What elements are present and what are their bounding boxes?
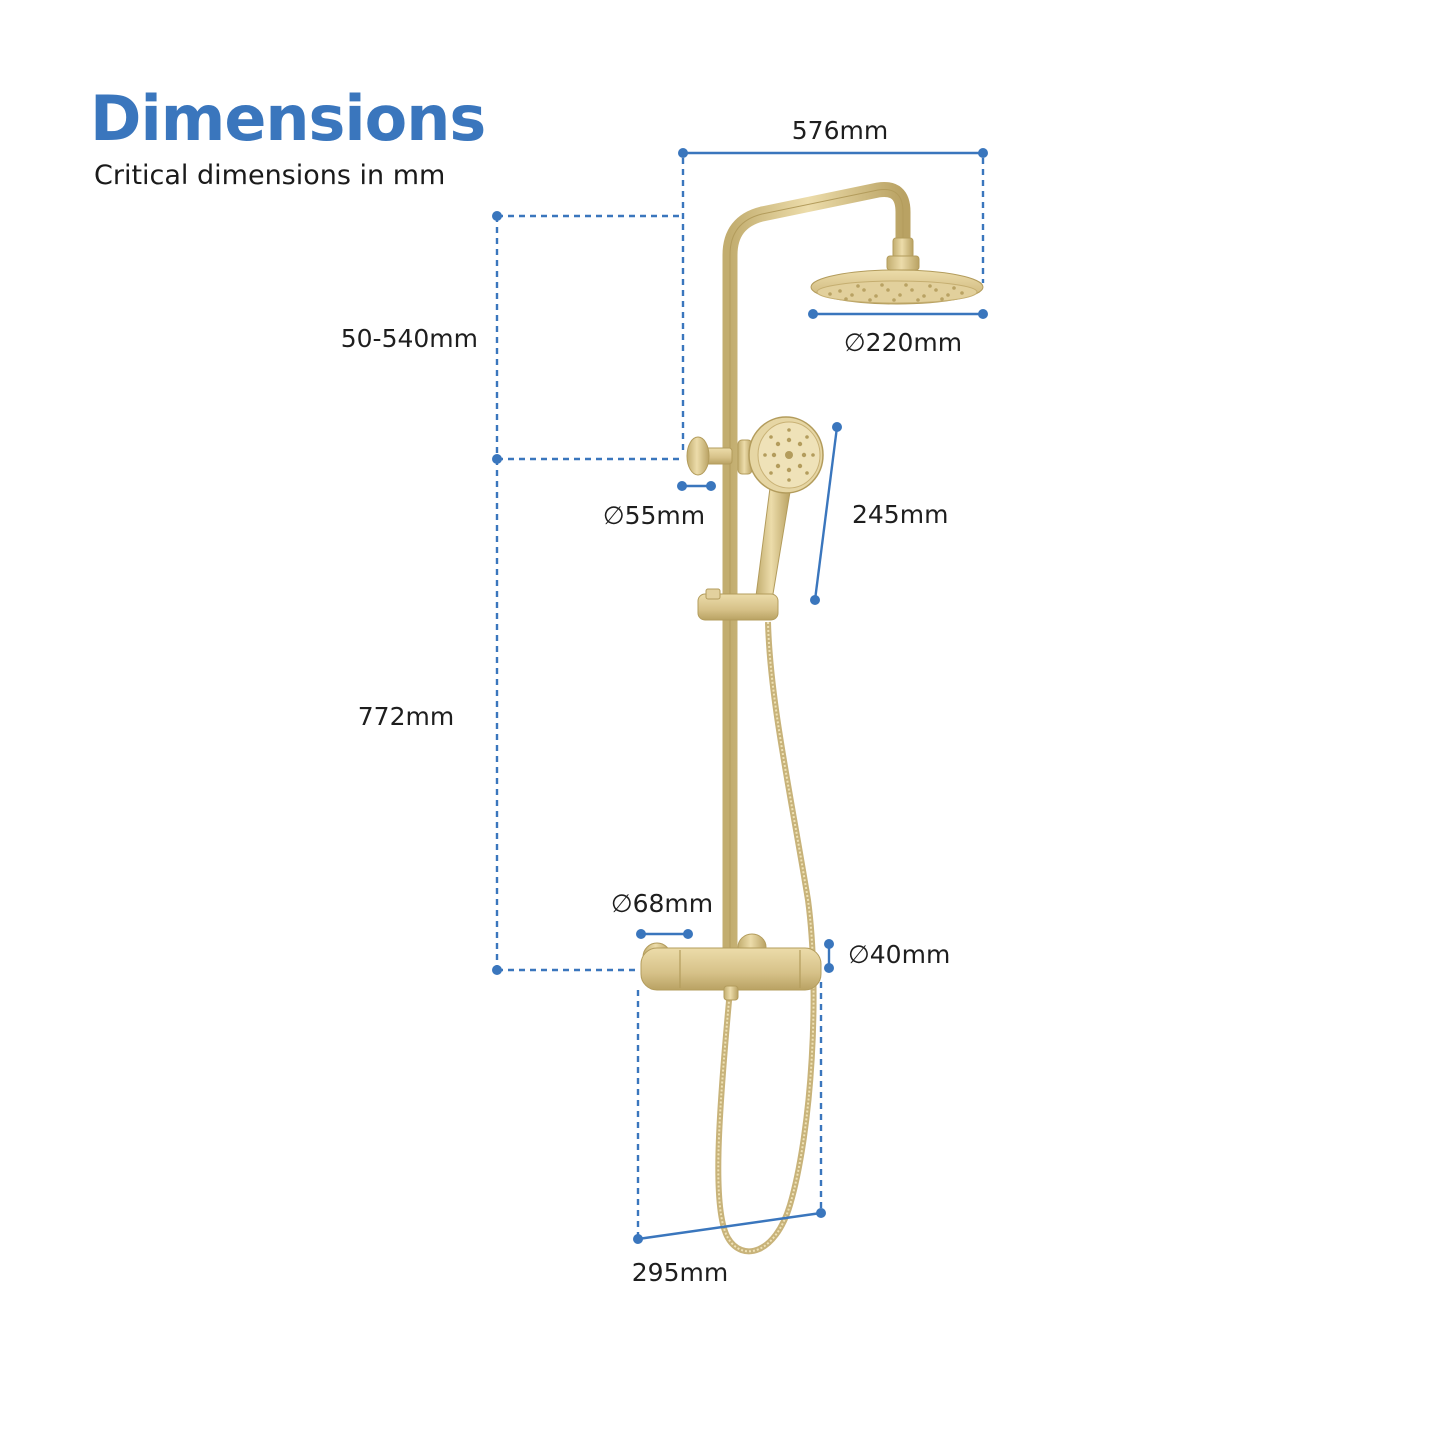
wall-bracket-rosette <box>686 436 710 476</box>
shower-arm-edge <box>729 188 904 960</box>
rain-head-nozzles <box>828 283 964 302</box>
slide-bracket <box>697 593 779 621</box>
dimension-height <box>495 214 683 972</box>
label-rail-length: 772mm <box>358 702 454 731</box>
label-rain-head-diameter: ∅220mm <box>844 328 962 357</box>
dimension-valve-width <box>636 982 823 1241</box>
head-joint <box>886 255 920 271</box>
page-title: Dimensions <box>90 82 486 155</box>
valve-outlet <box>723 985 739 1001</box>
label-overall-width: 576mm <box>792 116 888 145</box>
slide-bracket-knob <box>705 588 721 600</box>
shower-hose-highlight <box>717 621 815 1253</box>
hand-shower-nozzles <box>763 428 815 482</box>
dimension-labels: 576mm 50-540mm ∅220mm ∅55mm 245mm 772mm … <box>341 116 962 1287</box>
page-subtitle: Critical dimensions in mm <box>94 160 446 191</box>
shower-arm <box>722 181 911 968</box>
hand-shower-handle <box>755 487 791 601</box>
dimension-hand-shower <box>813 426 839 601</box>
dimension-endpoints <box>492 148 988 1244</box>
dimension-lines <box>495 151 985 1241</box>
label-valve-rosette-diameter: ∅68mm <box>611 889 713 918</box>
label-wall-bracket-diameter: ∅55mm <box>603 501 705 530</box>
label-head-height-range: 50-540mm <box>341 324 478 353</box>
valve-body <box>640 947 822 991</box>
label-hand-shower-length: 245mm <box>852 500 948 529</box>
dimension-overall-width <box>681 151 985 452</box>
shower-column <box>640 181 984 1255</box>
label-valve-body-diameter: ∅40mm <box>848 940 950 969</box>
label-valve-width: 295mm <box>632 1258 728 1287</box>
head-connector <box>892 237 914 259</box>
